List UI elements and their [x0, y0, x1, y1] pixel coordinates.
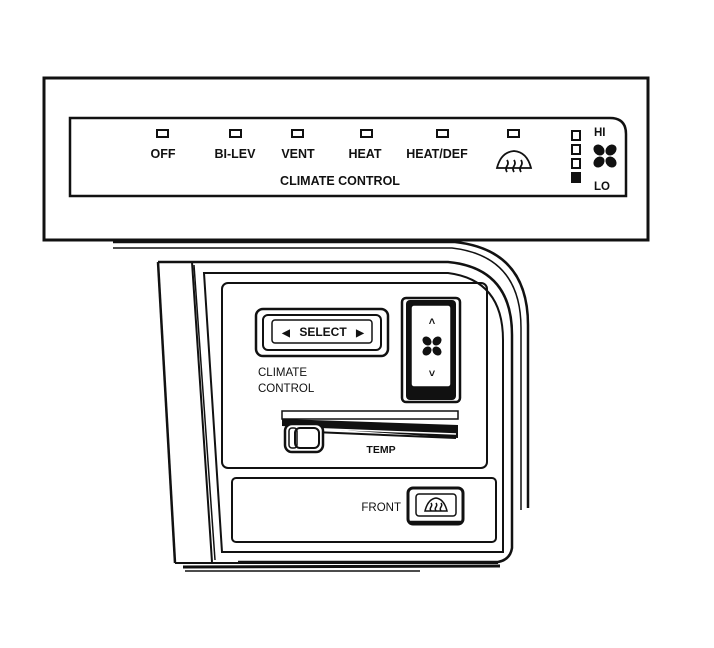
- fan-low-label: LO: [594, 181, 610, 193]
- fan-level-indicators: [571, 130, 581, 183]
- heat-indicator-lamp: [360, 129, 373, 138]
- fan-up-arrow-icon: ˄: [429, 316, 436, 328]
- mode-label-heat-def: HEAT/DEF: [406, 147, 468, 161]
- climate-label-line1: CLIMATE: [258, 367, 307, 379]
- select-button[interactable]: ◀ SELECT ▶: [254, 307, 390, 358]
- fan-icon: [593, 144, 617, 168]
- climate-control-panel: ◀ SELECT ▶ ˄ ˅ CLIMATE CONTROL: [221, 282, 488, 469]
- front-defrost-button[interactable]: [406, 486, 465, 526]
- vent-indicator-lamp: [291, 129, 304, 138]
- fan-down-arrow-icon: ˅: [429, 368, 436, 380]
- fan-icon: [422, 336, 442, 356]
- fan-speed-switch[interactable]: ˄ ˅: [400, 296, 462, 404]
- dash-bezel: [113, 240, 530, 572]
- mode-label-bi-lev: BI-LEV: [215, 147, 257, 161]
- temp-slider-knob[interactable]: [283, 422, 325, 454]
- heat-def-indicator-lamp: [436, 129, 449, 138]
- climate-label-line2: CONTROL: [258, 383, 315, 395]
- defrost-indicator-lamp: [507, 129, 520, 138]
- front-label: FRONT: [361, 502, 401, 514]
- select-right-arrow-icon: ▶: [355, 328, 365, 339]
- mode-label-vent: VENT: [281, 147, 315, 161]
- bi-lev-indicator-lamp: [229, 129, 242, 138]
- defrost-icon: [424, 497, 448, 512]
- off-indicator-lamp: [156, 129, 169, 138]
- temp-label: TEMP: [366, 444, 395, 456]
- climate-control-title: CLIMATE CONTROL: [280, 174, 400, 188]
- mode-label-heat: HEAT: [348, 147, 381, 161]
- select-label: SELECT: [299, 325, 347, 339]
- defrost-icon: [495, 150, 533, 173]
- mode-label-off: OFF: [151, 147, 176, 161]
- climate-display-panel: OFF BI-LEV VENT HEAT HEAT/DEF CLIMATE CO…: [42, 76, 650, 242]
- fan-high-label: HI: [594, 127, 606, 139]
- front-defrost-panel: FRONT: [231, 477, 497, 543]
- temp-slider[interactable]: [281, 410, 459, 454]
- select-left-arrow-icon: ◀: [281, 328, 290, 339]
